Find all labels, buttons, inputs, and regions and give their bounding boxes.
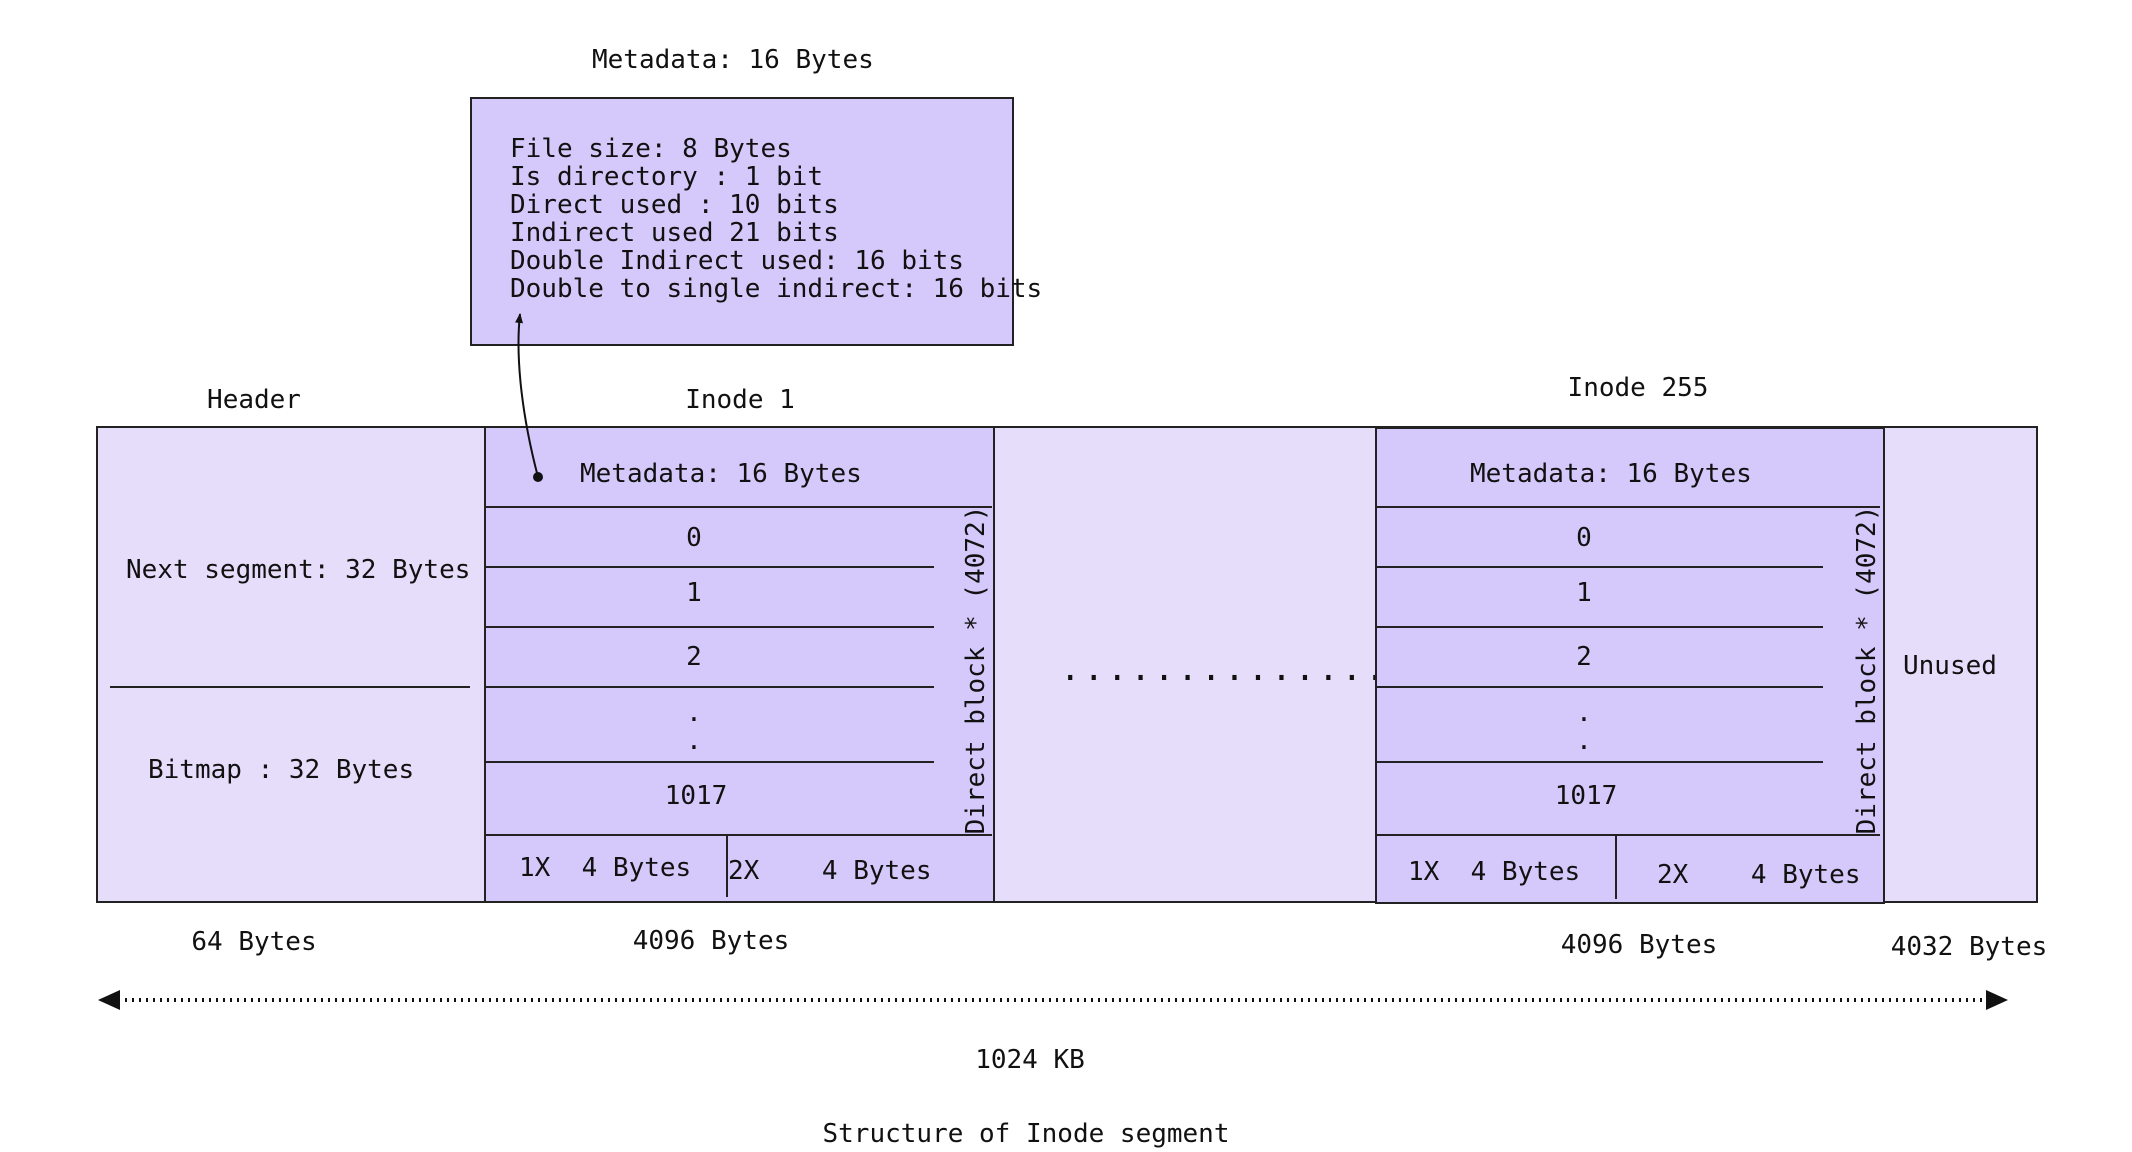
inode-last-block-1: 1	[1576, 578, 1592, 608]
inode-first-size: 4096 Bytes	[632, 926, 790, 956]
inode-first-block-last: 1017	[664, 781, 728, 811]
header-size: 64 Bytes	[191, 927, 317, 957]
inode-first-divider	[486, 626, 934, 628]
inode-last-block-dot-2: .	[1576, 726, 1592, 756]
inode-first-divider	[486, 566, 934, 568]
inode-first-indirect-2x: 2X 4 Bytes	[728, 856, 932, 886]
inode-first-block-dot-2: .	[686, 726, 702, 756]
inode-first-divider	[486, 506, 992, 508]
inode-first-divider	[486, 834, 992, 836]
inode-last-divider	[1377, 834, 1880, 836]
inode-last-indirect-1x: 1X 4 Bytes	[1408, 857, 1581, 887]
header-bitmap: Bitmap : 32 Bytes	[148, 755, 415, 785]
metadata-callout-arrow	[515, 313, 543, 482]
inode-last-size: 4096 Bytes	[1560, 930, 1718, 960]
metadata-detail-box: File size: 8 Bytes Is directory : 1 bit …	[470, 97, 1042, 346]
inode-last-indirect-2x: 2X 4 Bytes	[1657, 860, 1861, 890]
metadata-line-is-directory: Is directory : 1 bit	[510, 162, 824, 192]
inode-first-divider	[486, 686, 934, 688]
inode-first-block-dot-1: .	[686, 698, 702, 728]
inode-first-block-0: 0	[686, 523, 702, 553]
inode-last-divider	[1377, 686, 1823, 688]
header-divider	[110, 686, 470, 688]
total-size-arrow	[98, 990, 2008, 1010]
inode-last: Metadata: 16 Bytes 0 1 2 . . 1017 1X 4 B…	[1375, 427, 1885, 904]
inode-last-label: Inode 255	[1567, 373, 1709, 403]
metadata-detail-title: Metadata: 16 Bytes	[592, 45, 874, 75]
inode-first-block-1: 1	[686, 578, 702, 608]
total-size-label: 1024 KB	[975, 1045, 1085, 1075]
inode-gap-ellipsis: ................	[1060, 649, 1436, 689]
metadata-line-file-size: File size: 8 Bytes	[510, 134, 792, 164]
inode-first-indirect-1x: 1X 4 Bytes	[519, 853, 692, 883]
metadata-line-double-indirect: Double Indirect used: 16 bits	[510, 246, 964, 276]
inode-first-block-2: 2	[686, 642, 702, 672]
inode-last-divider	[1377, 566, 1823, 568]
inode-first-divider	[486, 761, 934, 763]
inode-last-block-0: 0	[1576, 523, 1592, 553]
metadata-line-direct-used: Direct used : 10 bits	[510, 190, 839, 220]
inode-last-block-last: 1017	[1554, 781, 1618, 811]
inode-last-divider	[1377, 506, 1880, 508]
header-label: Header	[207, 385, 301, 415]
metadata-line-double-to-single: Double to single indirect: 16 bits	[510, 274, 1043, 304]
diagram-caption: Structure of Inode segment	[822, 1119, 1230, 1149]
inode-last-metadata: Metadata: 16 Bytes	[1470, 459, 1752, 489]
inode-first-metadata: Metadata: 16 Bytes	[580, 459, 862, 489]
inode-last-indirect-split	[1615, 834, 1617, 899]
unused-label: Unused	[1903, 651, 1997, 681]
header-next-segment: Next segment: 32 Bytes	[126, 555, 471, 585]
inode-first: Metadata: 16 Bytes 0 1 2 . . 1017 1X 4 B…	[484, 426, 995, 903]
inode-first-label: Inode 1	[685, 385, 795, 415]
inode-last-block-dot-1: .	[1576, 698, 1592, 728]
unused-size: 4032 Bytes	[1890, 932, 2048, 962]
inode-last-block-2: 2	[1576, 642, 1592, 672]
inode-first-indirect-split	[726, 834, 728, 897]
metadata-line-indirect-used: Indirect used 21 bits	[510, 218, 839, 248]
inode-last-divider	[1377, 761, 1823, 763]
inode-last-divider	[1377, 626, 1823, 628]
